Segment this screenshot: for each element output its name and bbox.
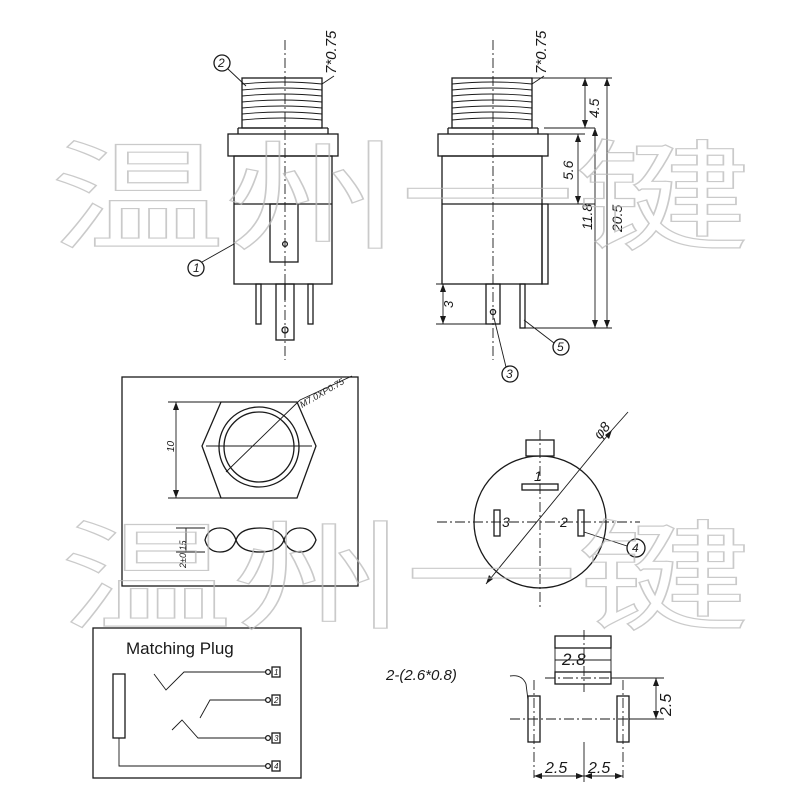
front-callout-2: 2 xyxy=(217,56,225,70)
pin-2-slot xyxy=(577,509,585,537)
nut-outer-ring xyxy=(218,406,300,488)
dim-2: 2±0.15 xyxy=(178,540,188,569)
side-callout-3: 3 xyxy=(506,367,513,381)
front-callout-1: 1 xyxy=(193,261,200,275)
plug-terminals xyxy=(264,666,281,772)
side-dimension-lines xyxy=(436,77,612,329)
dim-4-5: 4.5 xyxy=(586,98,602,118)
top-dim-2-lines xyxy=(176,527,205,553)
front-view: 7*0.75 2 1 xyxy=(187,30,340,360)
side-right-clip xyxy=(541,203,549,285)
plug-terminal-4: 4 xyxy=(274,762,279,771)
front-left-pin xyxy=(255,283,262,325)
front-center-tab xyxy=(269,203,299,263)
dim-11-8: 11.8 xyxy=(579,204,595,230)
pin-label-2: 2 xyxy=(559,514,568,530)
dim-2-5-right: 2.5 xyxy=(587,760,610,777)
front-callout-2-circle xyxy=(213,54,231,72)
footprint-top-slot xyxy=(554,635,612,649)
plug-terminal-2: 2 xyxy=(273,696,279,705)
dim-2-5-vertical: 2.5 xyxy=(658,694,675,717)
pin-view: φ8 1 3 2 4 xyxy=(437,411,646,610)
dim-2-8: 2.8 xyxy=(561,650,586,669)
watermark-text-bottom: 温州一键 xyxy=(60,510,750,649)
watermark: 温州一键 温州一键 xyxy=(49,129,750,649)
watermark-text-top: 温州一键 xyxy=(50,130,750,269)
pin-3-slot xyxy=(493,509,501,537)
top-thread-label: M7.0XP0.75 xyxy=(298,376,347,410)
top-view-frame xyxy=(121,376,359,587)
dim-3: 3 xyxy=(441,300,456,308)
pin-view-diameter: φ8 xyxy=(590,419,613,442)
side-thread-body xyxy=(451,77,533,129)
front-thread-lines xyxy=(241,81,323,121)
dim-2-5-left: 2.5 xyxy=(544,760,567,777)
pin-callout-4-circle xyxy=(626,538,646,558)
side-thread-label: 7*0.75 xyxy=(533,30,550,74)
side-callout-5: 5 xyxy=(557,340,564,354)
side-right-pin xyxy=(519,283,526,329)
dim-20-5: 20.5 xyxy=(609,205,625,233)
dim-10: 10 xyxy=(166,440,177,452)
side-thread-lines xyxy=(451,81,533,121)
front-callout-1-circle xyxy=(187,259,205,277)
matching-plug-title: Matching Plug xyxy=(126,639,234,658)
plug-terminal-3: 3 xyxy=(274,734,279,743)
front-right-pin xyxy=(307,283,314,325)
pin-callout-4: 4 xyxy=(632,541,639,555)
dim-5-6: 5.6 xyxy=(560,160,576,180)
side-callout-5-circle xyxy=(552,338,570,356)
nut-inner-ring xyxy=(223,411,295,483)
plug-body xyxy=(112,673,126,739)
pcb-footprint: 2.8 2.5 2.5 2.5 2-(2.6*0.8) xyxy=(385,630,675,782)
side-dimension-arrows xyxy=(440,78,610,328)
matching-plug-frame xyxy=(92,627,302,779)
pin-label-3: 3 xyxy=(502,514,510,530)
side-view: 7*0.75 4.5 5.6 11.8 20.5 3 xyxy=(436,30,625,383)
footprint-slot-label: 2-(2.6*0.8) xyxy=(385,667,457,684)
solder-lugs xyxy=(204,527,317,553)
plug-terminal-1: 1 xyxy=(274,668,278,677)
front-thread-label: 7*0.75 xyxy=(323,30,340,74)
pin-label-1: 1 xyxy=(534,468,542,484)
top-dim-10-lines xyxy=(168,401,221,499)
front-thread-body xyxy=(241,77,323,129)
pin-1-slot xyxy=(521,483,559,491)
matching-plug: Matching Plug 1 2 3 4 xyxy=(92,627,302,779)
side-callout-3-circle xyxy=(501,365,519,383)
